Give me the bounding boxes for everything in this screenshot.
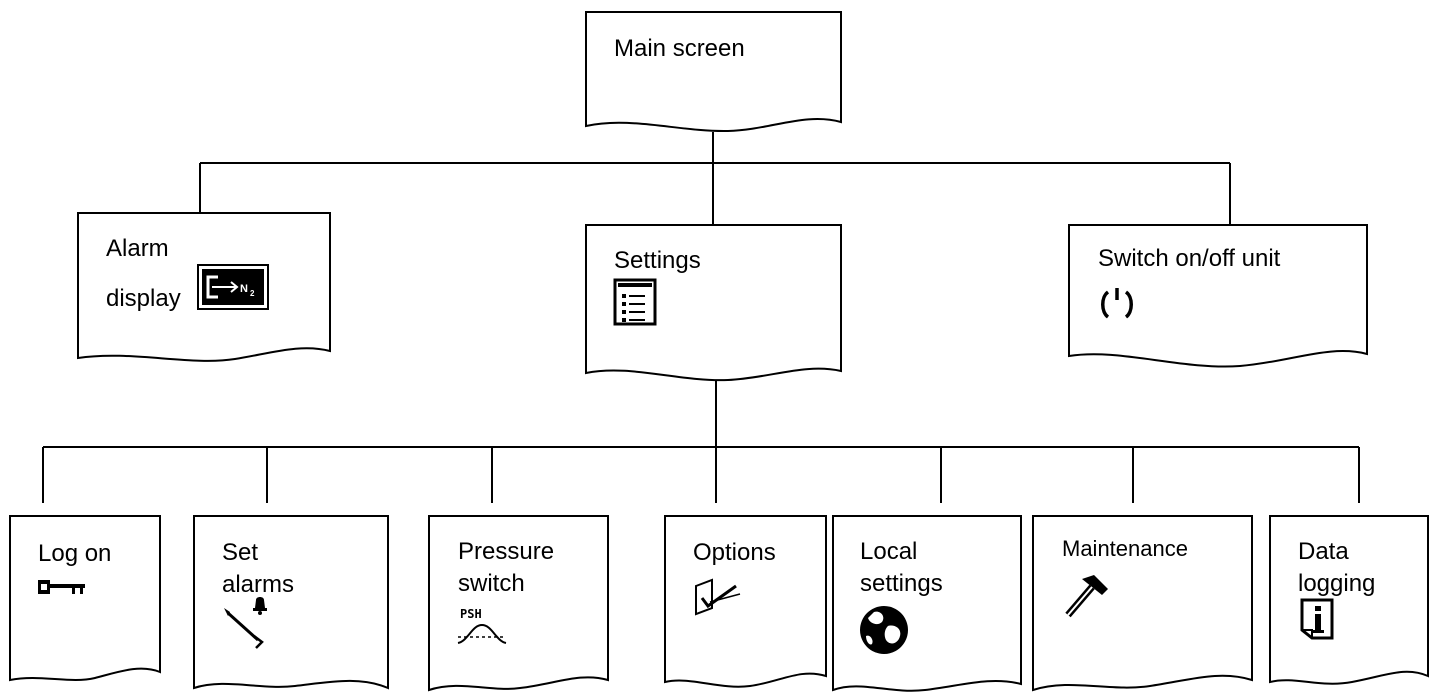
power-icon <box>1101 288 1133 319</box>
node-switch-unit-label: Switch on/off unit <box>1098 245 1281 272</box>
n2-icon-subscript: 2 <box>250 289 255 298</box>
node-data-logging-label: Data logging <box>1298 538 1375 597</box>
node-main-screen-label: Main screen <box>614 35 745 62</box>
node-data-logging-shape <box>1269 515 1429 685</box>
node-data-logging: Data logging <box>1269 515 1429 685</box>
node-options-shape <box>664 515 827 688</box>
node-options: Options <box>664 515 827 688</box>
node-set-alarms-shape <box>193 515 389 690</box>
node-log-on-shape <box>9 515 161 682</box>
node-maintenance-shape <box>1032 515 1253 692</box>
wrench-bell-icon <box>224 597 267 649</box>
psh-icon-label: PSH <box>460 607 482 621</box>
key-icon <box>38 580 85 594</box>
node-set-alarms: Set alarms <box>193 515 389 690</box>
list-settings-icon <box>613 278 657 326</box>
node-maintenance-label: Maintenance <box>1062 536 1188 561</box>
node-pressure-switch-shape <box>428 515 609 692</box>
node-settings-label: Settings <box>614 247 701 274</box>
node-main-screen: Main screen <box>585 11 842 133</box>
hammer-icon <box>1065 575 1108 618</box>
info-document-icon <box>1300 598 1334 640</box>
node-log-on-label: Log on <box>38 540 111 567</box>
node-switch-unit: Switch on/off unit <box>1068 224 1368 368</box>
psh-waveform-icon: PSH <box>457 607 507 644</box>
node-settings-shape <box>585 224 842 382</box>
node-local-settings-label: Local settings <box>860 538 943 597</box>
node-maintenance: Maintenance <box>1032 515 1253 692</box>
node-local-settings: Local settings <box>832 515 1022 692</box>
node-switch-unit-shape <box>1068 224 1368 368</box>
node-set-alarms-label: Set alarms <box>222 539 294 598</box>
connectors <box>42 132 1360 503</box>
node-settings: Settings <box>585 224 842 382</box>
n2-icon-label: N <box>240 283 248 295</box>
node-pressure-switch: Pressure switch PSH <box>428 515 609 692</box>
node-pressure-switch-label: Pressure switch <box>458 538 561 597</box>
node-alarm-display: Alarm display N 2 <box>77 212 331 362</box>
checkbox-check-icon <box>695 578 741 616</box>
node-log-on: Log on <box>9 515 161 682</box>
nitrogen-output-icon: N 2 <box>197 264 269 310</box>
node-alarm-display-label: Alarm display <box>106 235 181 312</box>
node-main-screen-shape <box>585 11 842 133</box>
node-options-label: Options <box>693 539 776 566</box>
globe-icon <box>860 606 908 654</box>
